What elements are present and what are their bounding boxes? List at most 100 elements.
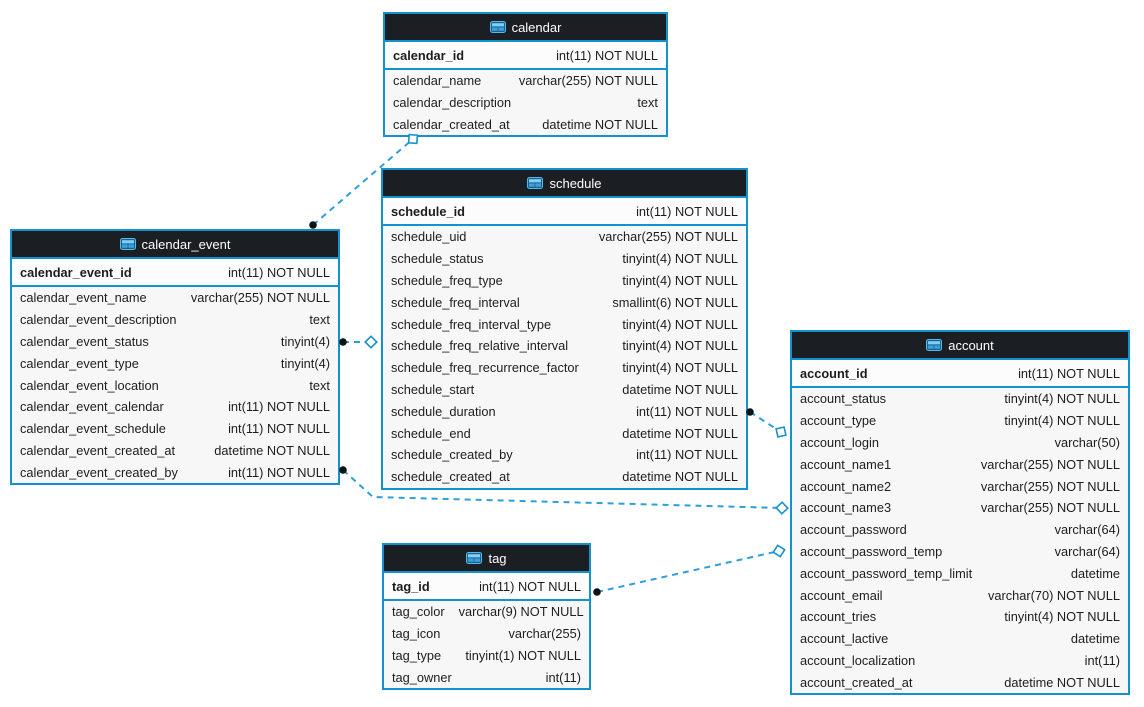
relation-calendar_event-to-schedule[interactable] (339, 335, 378, 349)
table-header[interactable]: schedule (383, 170, 746, 198)
column-row: schedule_created_at datetime NOT NULL (383, 465, 746, 488)
column-name: calendar_description (393, 95, 512, 111)
column-name: account_login (800, 434, 879, 450)
column-type: int(11) NOT NULL (1018, 365, 1120, 381)
column-type: int(11) (545, 669, 581, 685)
column-name: schedule_created_at (391, 469, 510, 485)
relation-diamond-endpoint (775, 501, 789, 515)
column-type: datetime NOT NULL (622, 469, 738, 485)
column-type: tinyint(4) NOT NULL (622, 272, 738, 288)
table-icon (119, 238, 136, 250)
column-type: text (309, 312, 330, 328)
column-type: tinyint(4) NOT NULL (622, 251, 738, 267)
column-type: tinyint(4) NOT NULL (622, 338, 738, 354)
column-name: schedule_freq_type (391, 272, 503, 288)
column-type: text (637, 95, 658, 111)
column-type: varchar(9) NOT NULL (458, 604, 584, 620)
column-row: schedule_freq_type tinyint(4) NOT NULL (383, 269, 746, 292)
relation-diamond-endpoint (772, 544, 786, 558)
table-header[interactable]: tag (384, 545, 589, 573)
table-title: account (948, 337, 994, 353)
relation-dot-endpoint (339, 466, 347, 474)
column-type: tinyint(4) (280, 333, 330, 349)
column-type: smallint(6) NOT NULL (612, 294, 738, 310)
column-name: account_tries (800, 609, 877, 625)
table-icon (926, 339, 943, 351)
relation-tag-to-account[interactable] (593, 544, 786, 596)
column-name: account_type (800, 413, 877, 429)
table-icon (527, 177, 544, 189)
column-name: tag_id (392, 578, 430, 594)
column-type: varchar(64) (1054, 543, 1120, 559)
column-name: account_name2 (800, 478, 892, 494)
column-name: schedule_created_by (391, 447, 513, 463)
column-name: schedule_freq_relative_interval (391, 338, 569, 354)
column-type: datetime NOT NULL (622, 425, 738, 441)
column-name: calendar_event_status (20, 333, 149, 349)
column-name: tag_color (392, 604, 445, 620)
column-type: int(11) NOT NULL (636, 203, 738, 219)
column-name: account_name3 (800, 500, 892, 516)
column-type: tinyint(4) (280, 355, 330, 371)
column-row: calendar_event_type tinyint(4) (12, 352, 338, 375)
table-header[interactable]: account (792, 332, 1128, 360)
column-name: calendar_event_schedule (20, 421, 166, 437)
column-name: calendar_event_created_by (20, 464, 178, 480)
column-type: int(11) NOT NULL (636, 403, 738, 419)
column-name: tag_owner (392, 669, 452, 685)
column-row: calendar_event_status tinyint(4) (12, 330, 338, 353)
column-name: account_status (800, 391, 887, 407)
column-name: schedule_freq_interval (391, 294, 520, 310)
column-name: calendar_event_type (20, 355, 139, 371)
column-name: schedule_id (391, 203, 465, 219)
column-type: tinyint(4) NOT NULL (622, 360, 738, 376)
column-type: datetime NOT NULL (622, 381, 738, 397)
relation-diamond-endpoint (364, 335, 378, 349)
column-name: calendar_event_description (20, 312, 177, 328)
relation-schedule-to-account[interactable] (746, 408, 787, 438)
column-name: schedule_end (391, 425, 471, 441)
column-name: calendar_id (393, 47, 465, 63)
column-name: account_lactive (800, 631, 889, 647)
table-header[interactable]: calendar_event (12, 231, 338, 259)
column-name: calendar_event_calendar (20, 399, 164, 415)
relation-dot-endpoint (339, 338, 347, 346)
column-type: datetime (1070, 565, 1120, 581)
table-title: calendar_event (141, 236, 231, 252)
relation-dot-endpoint (309, 221, 317, 229)
column-row: schedule_start datetime NOT NULL (383, 378, 746, 401)
column-name: account_email (800, 587, 883, 603)
column-type: varchar(255) NOT NULL (518, 73, 658, 89)
table-title: schedule (549, 175, 602, 191)
primary-key-row: schedule_id int(11) NOT NULL (383, 198, 746, 226)
table-header[interactable]: calendar (385, 14, 666, 42)
column-type: datetime NOT NULL (1004, 674, 1120, 690)
column-name: schedule_start (391, 381, 475, 397)
